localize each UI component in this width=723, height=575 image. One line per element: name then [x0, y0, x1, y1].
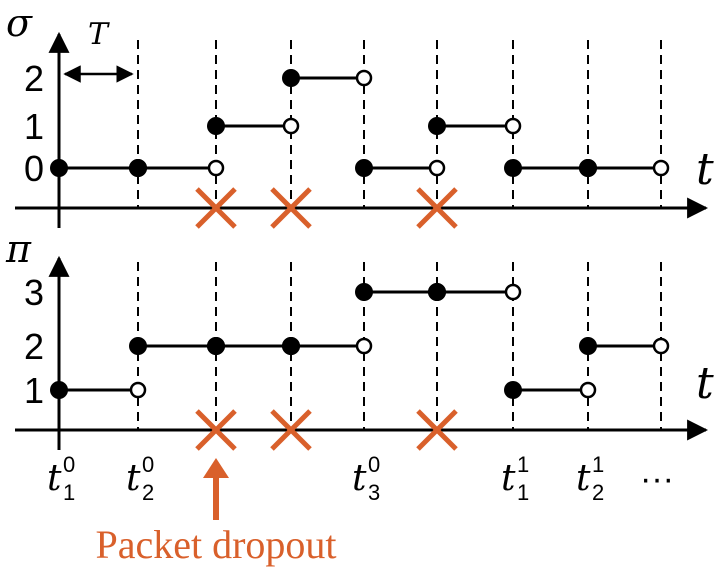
- pi-panel: π t 12 3: [5, 227, 714, 451]
- dropout-cross: [195, 409, 237, 451]
- sample-point-closed: [207, 117, 225, 135]
- sample-point-open: [504, 117, 522, 135]
- dropout-arrow-head: [203, 458, 229, 478]
- sigma-panel: σ t T 01 2: [6, 1, 714, 229]
- sample-point-open: [207, 159, 225, 177]
- sigma-dropout-markers: [195, 187, 458, 229]
- dropout-cross: [195, 187, 237, 229]
- sample-point-open: [428, 159, 446, 177]
- sample-point-open: [355, 69, 373, 87]
- pi-steps: [50, 283, 670, 399]
- svg-text:2: 2: [142, 480, 154, 505]
- svg-text:1: 1: [517, 480, 529, 505]
- level-label: 2: [24, 326, 44, 367]
- sample-point-closed: [207, 337, 225, 355]
- svg-text:1: 1: [63, 480, 75, 505]
- sample-point-open: [652, 337, 670, 355]
- pi-dropout-markers: [195, 409, 458, 451]
- level-label: 0: [24, 148, 44, 189]
- period-label: T: [88, 17, 110, 52]
- level-label: 1: [24, 106, 44, 147]
- svg-text:3: 3: [368, 480, 380, 505]
- sample-point-open: [355, 337, 373, 355]
- sample-point-closed: [282, 69, 300, 87]
- sample-point-closed: [579, 337, 597, 355]
- sample-point-closed: [50, 159, 68, 177]
- slot-grid-lines: [137, 40, 662, 430]
- svg-text:t: t: [47, 458, 62, 499]
- svg-text:1: 1: [592, 452, 604, 477]
- level-label: 3: [24, 272, 44, 313]
- svg-text:0: 0: [63, 452, 75, 477]
- dropout-cross: [270, 187, 312, 229]
- level-label: 2: [24, 58, 44, 99]
- svg-text:t: t: [352, 458, 367, 499]
- sample-point-closed: [129, 337, 147, 355]
- sample-point-closed: [50, 381, 68, 399]
- sample-point-closed: [428, 283, 446, 301]
- sample-point-closed: [355, 159, 373, 177]
- sample-point-closed: [282, 337, 300, 355]
- svg-text:0: 0: [368, 452, 380, 477]
- sample-point-closed: [504, 159, 522, 177]
- svg-text:0: 0: [142, 452, 154, 477]
- dropout-cross: [416, 409, 458, 451]
- ellipsis: ···: [640, 460, 674, 498]
- svg-text:t: t: [126, 458, 141, 499]
- svg-text:t: t: [576, 458, 591, 499]
- sigma-axis-label: σ: [6, 1, 33, 45]
- sigma-time-label: t: [696, 144, 714, 195]
- svg-text:2: 2: [592, 480, 604, 505]
- sample-point-closed: [579, 159, 597, 177]
- sample-point-open: [282, 117, 300, 135]
- sample-point-closed: [428, 117, 446, 135]
- sample-point-open: [129, 381, 147, 399]
- pi-time-label: t: [696, 358, 714, 409]
- pi-axis-label: π: [5, 227, 32, 271]
- svg-text:t: t: [501, 458, 516, 499]
- sample-point-closed: [355, 283, 373, 301]
- sigma-steps: [50, 69, 670, 177]
- dropout-cross: [416, 187, 458, 229]
- dropout-caption: Packet dropout: [95, 522, 336, 567]
- sample-point-open: [504, 283, 522, 301]
- svg-text:1: 1: [517, 452, 529, 477]
- sample-point-closed: [129, 159, 147, 177]
- level-label: 1: [24, 370, 44, 411]
- dropout-cross: [270, 409, 312, 451]
- sample-point-open: [652, 159, 670, 177]
- sample-point-closed: [504, 381, 522, 399]
- sample-point-open: [579, 381, 597, 399]
